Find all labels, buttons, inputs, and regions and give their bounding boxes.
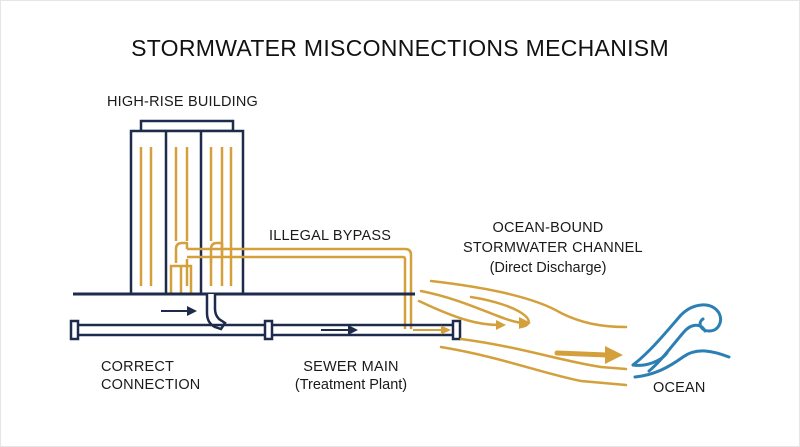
channel-flow-arrows [496,317,531,330]
illegal-bypass-label: ILLEGAL BYPASS [269,228,392,244]
ocean-label: OCEAN [653,380,706,396]
building-label: HIGH-RISE BUILDING [107,94,259,110]
stormwater-channel [417,279,628,387]
sewer-main-pipe [69,319,462,341]
sewer-main-sublabel: (Treatment Plant) [294,377,408,393]
channel-sublabel: (Direct Discharge) [489,260,607,276]
ocean-discharge-arrow [554,346,623,364]
sewer-main-label: SEWER MAIN [303,359,399,375]
correct-flow-arrow [161,306,197,316]
sewer-flow-arrow [321,325,358,335]
correct-connection-label-line2: CONNECTION [101,377,201,393]
ocean-wave-icon [631,303,731,379]
channel-label-line1: OCEAN-BOUND [492,220,604,236]
bypass-flow-arrow [413,325,451,335]
building-window-stripes [139,147,233,286]
diagram-title: STORMWATER MISCONNECTIONS MECHANISM [131,35,669,61]
channel-label-line2: STORMWATER CHANNEL [463,240,643,256]
illegal-bypass-pipe [174,241,413,329]
correct-connection-label-line1: CORRECT [101,359,175,375]
